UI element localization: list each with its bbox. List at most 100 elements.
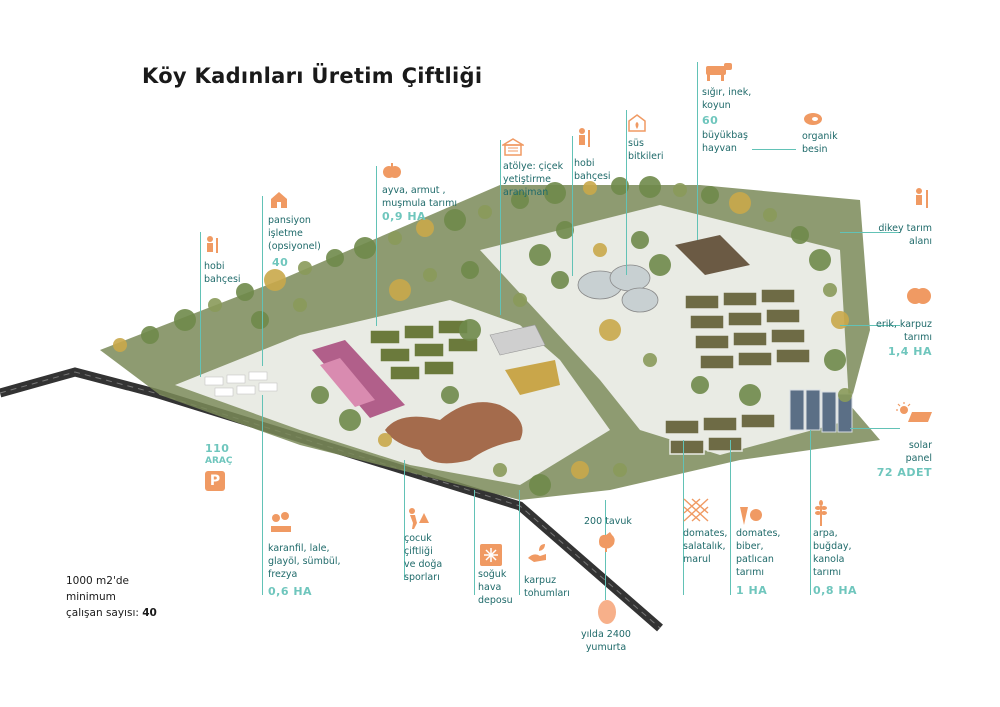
label-organic-feed: organik besin: [802, 131, 838, 155]
fruit-icon: [907, 288, 931, 304]
tree: [583, 181, 597, 195]
leader-line: [262, 196, 263, 366]
tree: [571, 461, 589, 479]
workers-note-line3: çalışan sayısı:: [66, 607, 139, 619]
leader-line: [626, 110, 627, 275]
tree: [208, 298, 222, 312]
tree: [556, 221, 574, 239]
leader-line: [850, 428, 900, 429]
label-hobby-garden-north: hobi bahçesi: [574, 158, 611, 182]
workers-count: 40: [142, 607, 157, 619]
tree: [831, 311, 849, 329]
parking-icon: P: [205, 471, 225, 491]
label-cold-storage: soğuk hava deposu: [478, 569, 513, 606]
tree: [791, 226, 809, 244]
trees: [113, 176, 852, 496]
label-kids-farm: çocuk çiftliği ve doğa sporları: [404, 533, 443, 583]
meat-icon: [804, 113, 822, 125]
label-eggs: yılda 2400 yumurta: [581, 629, 631, 653]
label-livestock: büyükbaş hayvan: [702, 130, 748, 154]
tree: [236, 283, 254, 301]
barn: [675, 235, 750, 275]
plant-house-icon: [628, 114, 646, 132]
leader-line: [376, 166, 377, 326]
tree: [461, 261, 479, 279]
value-solar: 72 ADET: [876, 466, 932, 479]
label-plum: erik, karpuz tarımı: [875, 319, 932, 343]
leader-line: [730, 440, 731, 595]
farmer-icon: [207, 236, 218, 253]
snowflake-icon: [480, 544, 502, 566]
label-watermelon-seeds: karpuz tohumları: [524, 575, 570, 599]
tree: [416, 219, 434, 237]
label-cattle: sığır, inek, koyun: [702, 87, 752, 111]
tree: [809, 249, 831, 271]
leader-line: [200, 232, 201, 377]
label-workshop: atölye: çiçek yetiştirme aranjman: [503, 161, 564, 198]
tree: [838, 388, 852, 402]
tree: [611, 177, 629, 195]
leader-line: [262, 395, 263, 595]
tree: [673, 183, 687, 197]
egg-icon: [598, 600, 616, 624]
leader-line: [404, 460, 405, 580]
chicken-icon: [599, 532, 615, 552]
tree: [444, 209, 466, 231]
tree: [599, 319, 621, 341]
leader-line: [810, 430, 811, 595]
workers-note-line2: minimum: [66, 591, 116, 603]
tree: [326, 249, 344, 267]
trellis-icon: [683, 498, 709, 522]
farmer-icon: [579, 128, 590, 147]
tree: [478, 205, 492, 219]
wheat-icon: [815, 500, 827, 526]
tree: [763, 208, 777, 222]
leader-line: [840, 325, 900, 326]
tree: [293, 298, 307, 312]
label-chickens: 200 tavuk: [584, 516, 632, 527]
tree: [701, 186, 719, 204]
value-grains: 0,8 HA: [813, 584, 858, 597]
tree: [354, 237, 376, 259]
leader-line: [474, 490, 475, 595]
label-guesthouse: pansiyon işletme (opsiyonel): [268, 215, 321, 252]
tree: [551, 271, 569, 289]
value-vehicles: 110: [205, 442, 230, 455]
tree: [388, 231, 402, 245]
tree: [513, 293, 527, 307]
page-title: Köy Kadınları Üretim Çiftliği: [142, 64, 483, 88]
tree: [631, 231, 649, 249]
value-vegetables-field: 1 HA: [736, 584, 768, 597]
label-flowers: karanfil, lale, glayöl, sümbül, frezya: [268, 543, 341, 580]
leader-line: [697, 62, 698, 240]
tree: [824, 349, 846, 371]
greenhouse-domes: [577, 264, 659, 313]
leader-line: [500, 140, 501, 315]
flower-field: [312, 340, 405, 418]
tree: [823, 283, 837, 297]
label-vertical-farm: dikey tarım alanı: [878, 223, 932, 247]
flower-icon: [271, 512, 291, 532]
tree: [339, 409, 361, 431]
label-quince: ayva, armut , muşmula tarımı: [382, 185, 457, 209]
tree: [174, 309, 196, 331]
house-icon: [271, 192, 287, 208]
vegetable-plots: [369, 319, 479, 381]
workers-note-line1: 1000 m2'de: [66, 575, 129, 587]
leader-arrow: [752, 149, 796, 150]
tree: [511, 191, 529, 209]
orchard-plots: [664, 288, 811, 455]
tree: [529, 474, 551, 496]
label-grains: arpa, buğday, kanola tarımı: [813, 528, 852, 578]
road: [0, 367, 663, 632]
tree: [639, 176, 661, 198]
tree: [113, 338, 127, 352]
hiker-icon: [409, 508, 429, 529]
tree: [544, 182, 566, 204]
tree: [389, 279, 411, 301]
value-quince: 0,9 HA: [382, 210, 427, 223]
parking-lot: [204, 371, 278, 397]
tree: [251, 311, 269, 329]
tree: [311, 386, 329, 404]
